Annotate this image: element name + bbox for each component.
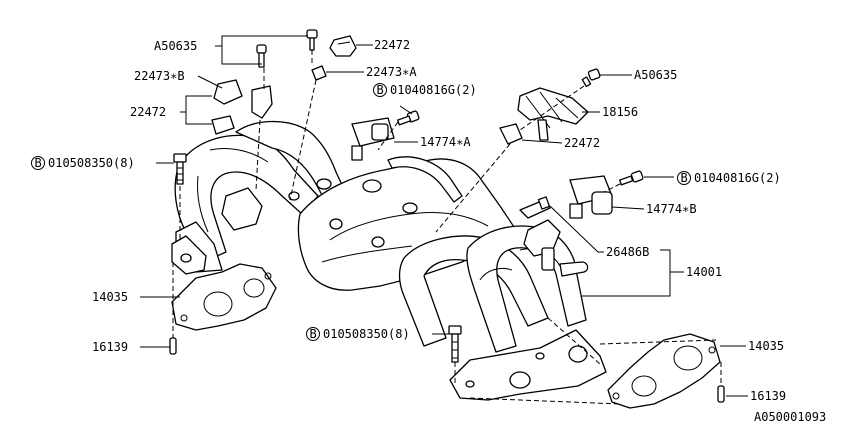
- label-22473b: 22473∗B: [134, 69, 185, 83]
- coolant-pipe: [387, 156, 463, 203]
- bolt-badge-icon: B: [373, 83, 387, 97]
- label-01040816g-upper: 01040816G(2): [390, 83, 477, 97]
- leader-lines: [140, 35, 748, 397]
- label-a50635-right: A50635: [634, 68, 677, 82]
- clip-22472-top: [329, 35, 357, 57]
- assembly-lines: [172, 50, 722, 405]
- label-18156: 18156: [602, 105, 638, 119]
- label-22472-left: 22472: [130, 105, 166, 119]
- label-22472-top: 22472: [374, 38, 410, 52]
- label-26486b: 26486B: [606, 245, 649, 259]
- label-14035-left: 14035: [92, 290, 128, 304]
- port-hole: [509, 371, 531, 389]
- solenoid-14774a: [351, 117, 395, 161]
- bolt-01040816g-upper: [397, 110, 420, 126]
- intake-manifold: [171, 120, 607, 401]
- label-22473a: 22473∗A: [366, 65, 417, 79]
- svg-text:B: B: [377, 83, 384, 97]
- port-hole: [465, 380, 475, 388]
- bolt-a50635-top-2: [256, 44, 267, 68]
- plenum-boss: [362, 179, 382, 193]
- label-010508350-lower: 010508350(8): [323, 327, 410, 341]
- port-hole: [535, 352, 545, 360]
- gasket-right: [607, 333, 721, 409]
- bolt-badge-icon: B: [31, 156, 45, 170]
- clip-22472-right: [499, 123, 523, 145]
- bolt-a50635-top-1: [306, 29, 318, 51]
- plenum-boss: [371, 236, 385, 248]
- port-hole: [180, 253, 192, 263]
- manifold-base-flange: [449, 329, 607, 401]
- label-010508350-left: 010508350(8): [48, 156, 135, 170]
- clip-22473b: [213, 79, 243, 105]
- svg-text:B: B: [310, 327, 317, 341]
- clip-22472-left: [211, 115, 235, 135]
- dowel-pin-left: [169, 337, 177, 355]
- callout-labels: A50635 22472 22473∗B 22473∗A 01040816G(2…: [48, 38, 826, 424]
- figure-code: A050001093: [754, 410, 826, 424]
- label-16139-right: 16139: [750, 389, 786, 403]
- label-01040816g-lower: 01040816G(2): [694, 171, 781, 185]
- svg-text:B: B: [681, 171, 688, 185]
- bolt-badge-icon: B: [306, 327, 320, 341]
- plenum-boss: [316, 178, 332, 190]
- plenum-boss: [329, 218, 343, 230]
- solenoid-14774b: [569, 175, 613, 219]
- bolt-lower-010508350: [448, 325, 462, 363]
- label-14035-right: 14035: [748, 339, 784, 353]
- clip-22473a: [311, 65, 327, 81]
- port-hole: [568, 345, 588, 363]
- dowel-pin-right: [717, 385, 725, 403]
- sensor-stub: [541, 247, 555, 271]
- gasket-left: [171, 263, 277, 331]
- label-14001: 14001: [686, 265, 722, 279]
- bracket-left: [251, 85, 273, 119]
- sensor-26486b: [519, 196, 551, 219]
- label-14774b: 14774∗B: [646, 202, 697, 216]
- bolt-badge-icon: B: [677, 171, 691, 185]
- bolt-a50635-right: [581, 68, 601, 88]
- left-port-flange: [221, 187, 263, 231]
- label-16139-left: 16139: [92, 340, 128, 354]
- outlet-pipe: [559, 261, 589, 277]
- bolt-01040816g-lower: [619, 170, 644, 186]
- plenum-boss: [402, 202, 418, 214]
- pipe-bracket-18156: [517, 87, 589, 141]
- label-14774a: 14774∗A: [420, 135, 471, 149]
- label-22472-right: 22472: [564, 136, 600, 150]
- bolt-left-010508350: [173, 153, 187, 185]
- label-a50635-top: A50635: [154, 39, 197, 53]
- svg-text:B: B: [35, 156, 42, 170]
